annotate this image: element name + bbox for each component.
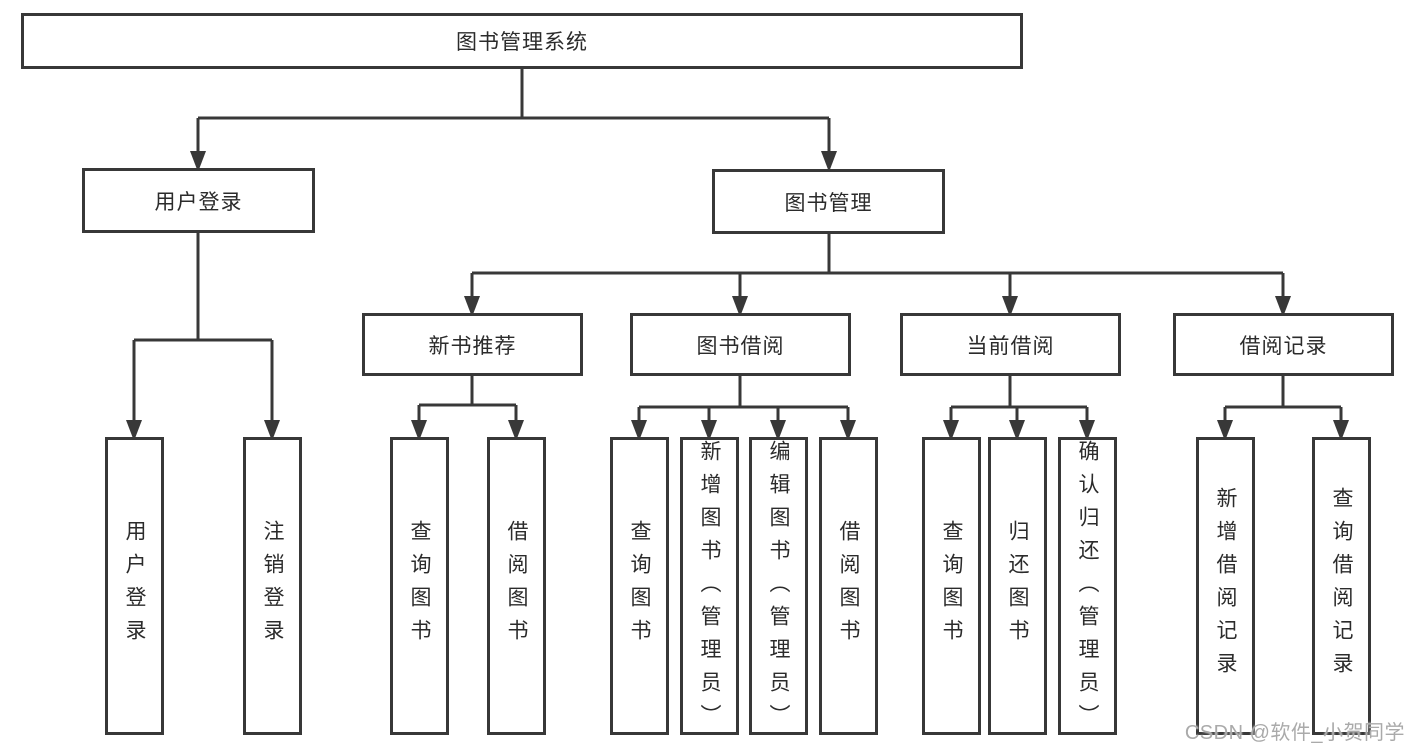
- leaf-return-books: 归还图书: [988, 437, 1047, 735]
- node-new-book-recommendation: 新书推荐: [362, 313, 583, 376]
- leaf-edit-book-admin: 编辑图书（管理员）: [749, 437, 808, 737]
- node-book-management: 图书管理: [712, 169, 945, 234]
- leaf-user-login: 用户登录: [105, 437, 164, 735]
- leaf-logout: 注销登录: [243, 437, 302, 735]
- leaf-borrow-books: 借阅图书: [819, 437, 878, 735]
- leaf-borrow-books-recommend: 借阅图书: [487, 437, 546, 735]
- leaf-confirm-return-admin: 确认归还（管理员）: [1058, 437, 1117, 737]
- node-book-borrowing: 图书借阅: [630, 313, 851, 376]
- node-borrowing-records: 借阅记录: [1173, 313, 1394, 376]
- leaf-add-book-admin: 新增图书（管理员）: [680, 437, 739, 737]
- node-library-management-system: 图书管理系统: [21, 13, 1023, 69]
- watermark: CSDN @软件_小贺同学: [1184, 722, 1405, 744]
- leaf-query-borrow-record: 查询借阅记录: [1312, 437, 1371, 735]
- leaf-add-borrow-record: 新增借阅记录: [1196, 437, 1255, 735]
- leaf-query-books-borrow: 查询图书: [610, 437, 669, 735]
- leaf-query-books-current: 查询图书: [922, 437, 981, 735]
- node-user-login: 用户登录: [82, 168, 315, 233]
- node-current-borrowing: 当前借阅: [900, 313, 1121, 376]
- leaf-query-books-recommend: 查询图书: [390, 437, 449, 735]
